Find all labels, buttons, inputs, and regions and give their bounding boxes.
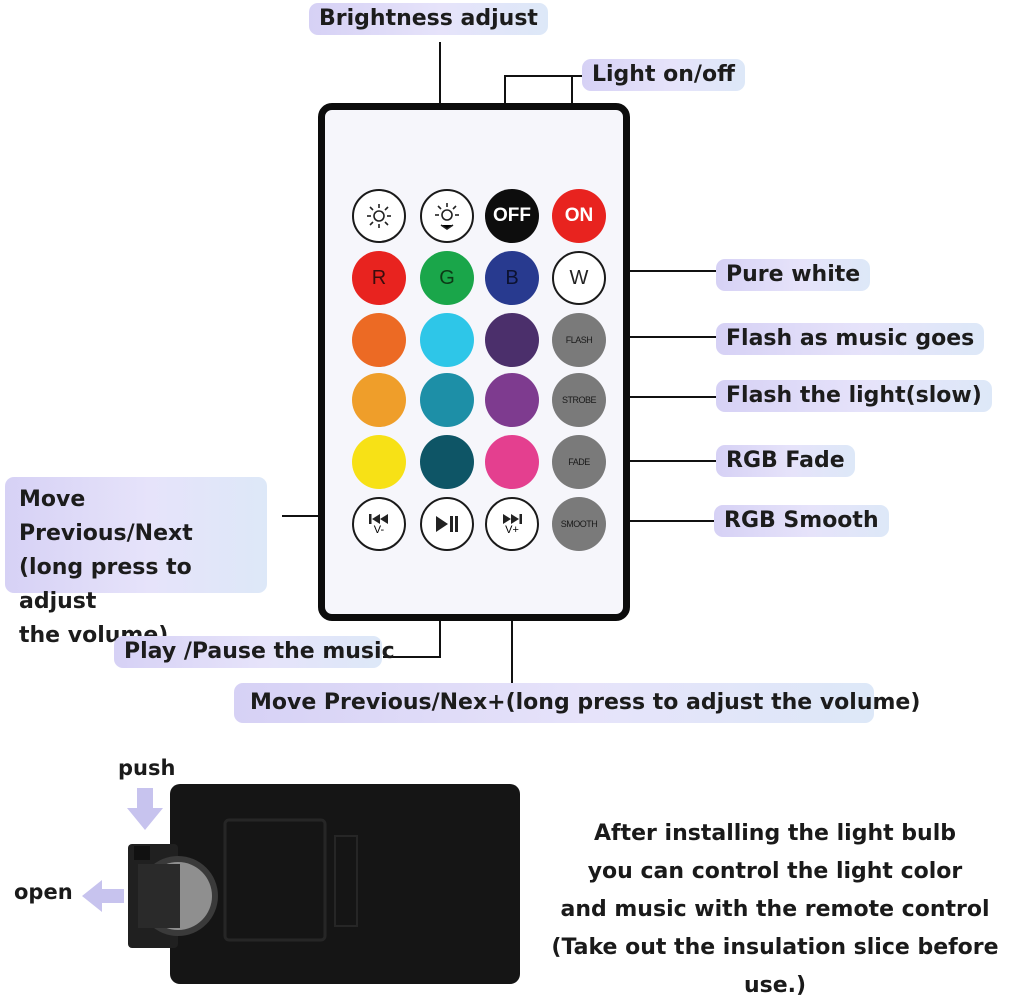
callout-flash-music: Flash as music goes [716, 323, 985, 355]
brightness-down-icon [367, 204, 391, 228]
callout-brightness-adjust: Brightness adjust [309, 3, 548, 35]
callout-light-on-off: Light on/off [582, 59, 745, 91]
callout-play-pause: Play /Pause the music [114, 636, 395, 668]
white-button[interactable]: W [552, 251, 606, 305]
flash-button[interactable]: FLASH [552, 313, 606, 367]
orange-button[interactable] [352, 313, 406, 367]
green-label: G [439, 266, 455, 289]
on-button[interactable]: ON [552, 189, 606, 243]
smooth-button[interactable]: SMOOTH [552, 497, 606, 551]
purple-button[interactable] [485, 373, 539, 427]
dark-teal-button[interactable] [420, 435, 474, 489]
yellow-button[interactable] [352, 435, 406, 489]
open-arrow-icon [82, 880, 124, 912]
next-button[interactable]: V+ [485, 497, 539, 551]
dark-purple-button[interactable] [485, 313, 539, 367]
off-button[interactable]: OFF [485, 189, 539, 243]
open-label: open [14, 880, 73, 904]
strobe-label: STROBE [561, 395, 597, 405]
brightness-up-button[interactable] [420, 189, 474, 243]
strobe-button[interactable]: STROBE [552, 373, 606, 427]
brightness-up-icon [435, 203, 459, 230]
volume-up-label: V+ [505, 523, 519, 536]
cyan-button[interactable] [420, 313, 474, 367]
battery-compartment-image [128, 784, 520, 984]
pink-button[interactable] [485, 435, 539, 489]
callout-rgb-fade: RGB Fade [716, 445, 855, 477]
previous-icon [369, 513, 388, 524]
instructions-text: After installing the light bulb you can … [551, 821, 999, 998]
fade-button[interactable]: FADE [552, 435, 606, 489]
callout-rgb-smooth: RGB Smooth [714, 505, 889, 537]
red-button[interactable]: R [352, 251, 406, 305]
remote-control: OFF ON R G B W FLASH STROBE FADE [318, 103, 630, 621]
fade-label: FADE [568, 457, 590, 467]
white-label: W [569, 266, 589, 289]
smooth-label: SMOOTH [560, 519, 598, 529]
play-pause-button[interactable] [420, 497, 474, 551]
on-label: ON [564, 205, 594, 226]
teal-button[interactable] [420, 373, 474, 427]
red-label: R [371, 266, 387, 289]
previous-button[interactable]: V- [352, 497, 406, 551]
volume-down-label: V- [373, 523, 385, 536]
push-label: push [118, 756, 176, 780]
play-pause-icon [436, 516, 458, 532]
push-arrow-icon [127, 788, 163, 830]
light-orange-button[interactable] [352, 373, 406, 427]
blue-label: B [505, 266, 519, 289]
callout-move-previous-next: Move Previous/Next (long press to adjust… [5, 477, 267, 648]
next-icon [503, 513, 522, 524]
blue-button[interactable]: B [485, 251, 539, 305]
callout-move-previous-nex-plus: Move Previous/Nex+(long press to adjust … [234, 683, 920, 723]
brightness-down-button[interactable] [352, 189, 406, 243]
flash-label: FLASH [565, 335, 593, 345]
callout-pure-white: Pure white [716, 259, 871, 291]
green-button[interactable]: G [420, 251, 474, 305]
off-label: OFF [493, 205, 531, 226]
callout-flash-slow: Flash the light(slow) [716, 380, 992, 412]
